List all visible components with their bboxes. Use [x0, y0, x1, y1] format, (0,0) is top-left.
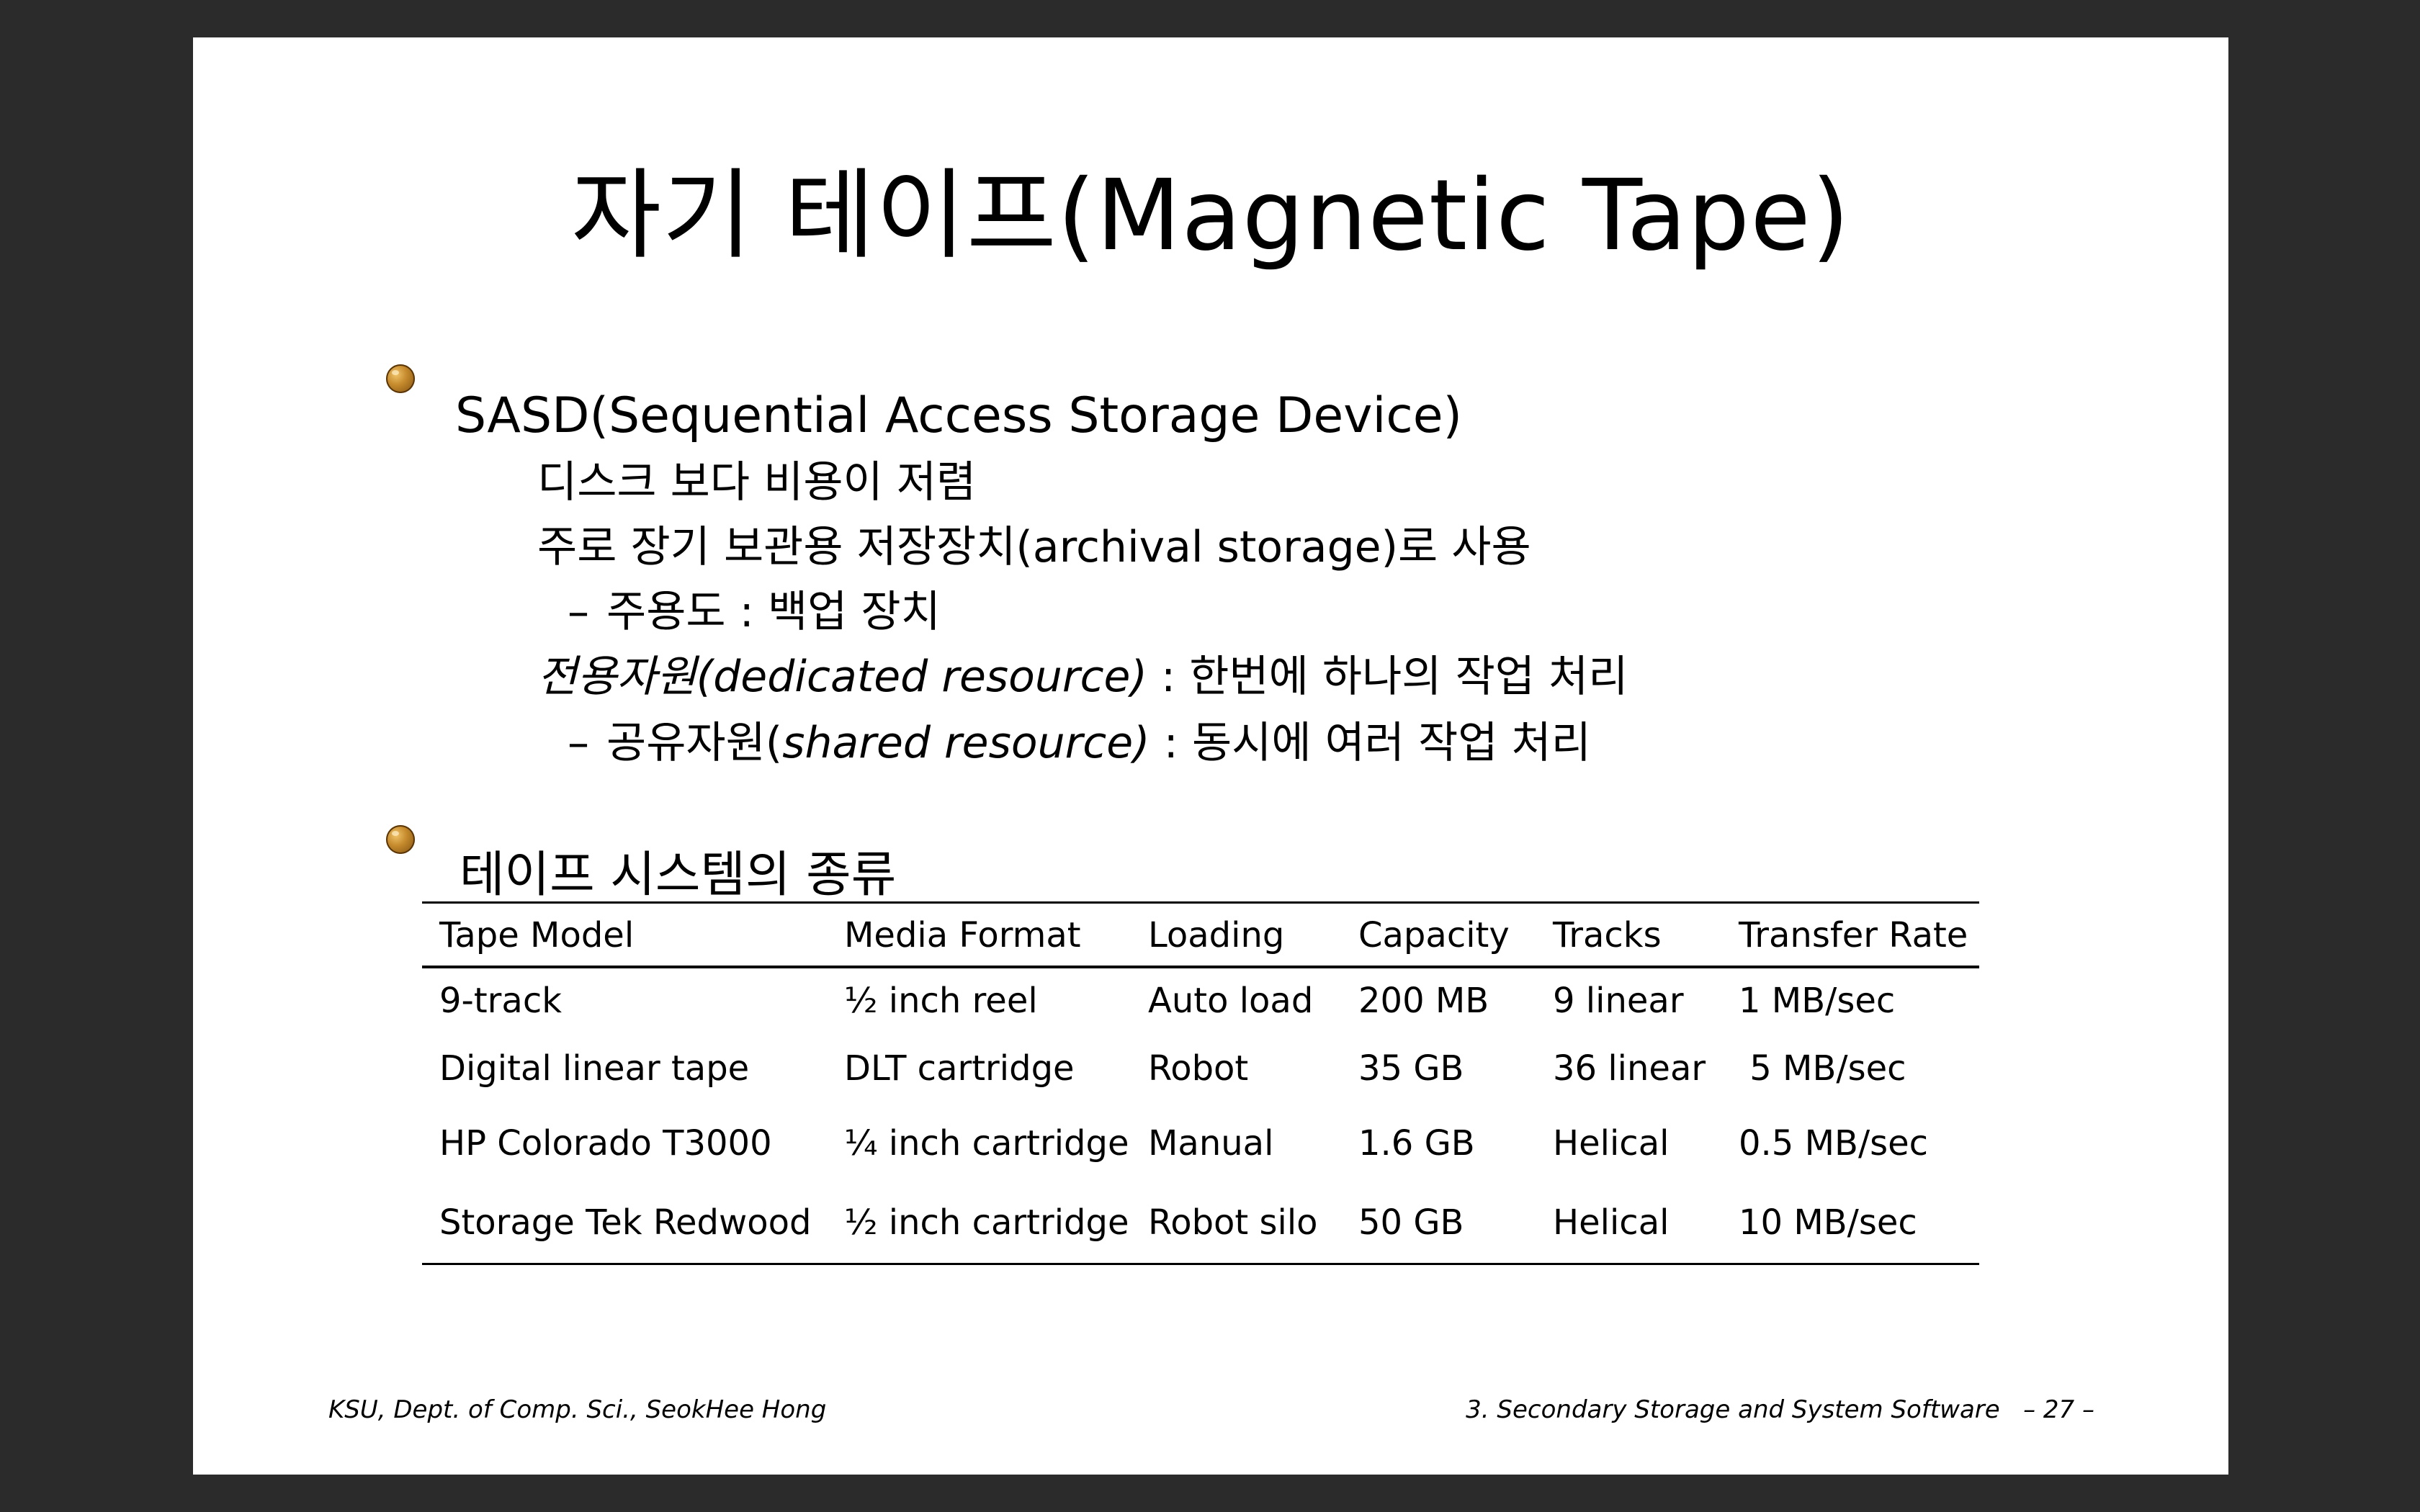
table-row: 9-track ½ inch reel Auto load 200 MB 9 l… [422, 967, 1979, 1033]
table-row: Digital linear tape DLT cartridge Robot … [422, 1033, 1979, 1104]
col-header-tape-model: Tape Model [422, 901, 827, 968]
table-cell: 5 MB/sec [1739, 1048, 1906, 1089]
col-header-media-format: Media Format [827, 901, 1131, 968]
table-cell: 10 MB/sec [1721, 1183, 1979, 1265]
sub-item-backup-text: 주용도 : 백업 장치 [606, 587, 941, 637]
table-cell: ¼ inch cartridge [844, 1123, 1129, 1164]
tape-systems-table: Tape Model Media Format Loading Capacity… [422, 901, 1979, 1265]
shared-resource-prefix: 공유자원( [606, 718, 783, 768]
table-cell: Digital linear tape [439, 1048, 750, 1089]
table-cell: 0.5 MB/sec [1739, 1123, 1929, 1164]
table-cell: 1.6 GB [1358, 1123, 1475, 1164]
table-cell: 9 linear [1553, 981, 1684, 1021]
table-cell: ½ inch reel [844, 981, 1038, 1021]
col-header-capacity: Capacity [1341, 901, 1536, 968]
table-cell: 9-track [439, 981, 563, 1021]
table-cell: 36 linear [1553, 1048, 1706, 1089]
shared-resource-desc: : 동시에 여러 작업 처리 [1150, 718, 1591, 768]
bullet-icon [386, 364, 415, 393]
col-header-transfer-rate: Transfer Rate [1721, 901, 1979, 968]
table-cell: Helical [1536, 1183, 1721, 1265]
table-cell: Robot [1148, 1048, 1249, 1089]
col-header-tracks: Tracks [1536, 901, 1721, 968]
table-cell: Storage Tek Redwood [422, 1183, 827, 1265]
sub-item-backup: –주용도 : 백업 장치 [568, 590, 941, 634]
table-header-row: Tape Model Media Format Loading Capacity… [422, 901, 1979, 968]
bullet-sasd: SASD(Sequential Access Storage Device) [455, 387, 1463, 444]
bullet-tape-systems: 테이프 시스템의 종류 [460, 847, 897, 904]
table-cell: ½ inch cartridge [827, 1183, 1131, 1265]
bullet-icon [386, 825, 415, 854]
sub-item-archival: 주로 장기 보관용 저장장치(archival storage)로 사용 [537, 522, 1531, 572]
table-cell: 50 GB [1341, 1183, 1536, 1265]
table-cell: DLT cartridge [844, 1048, 1075, 1089]
table-cell: 35 GB [1358, 1048, 1464, 1089]
table-cell: 1 MB/sec [1739, 981, 1896, 1021]
table-cell: Manual [1148, 1123, 1274, 1164]
dedicated-resource-desc: : 한번에 하나의 작업 처리 [1147, 652, 1628, 702]
table-row: Storage Tek Redwood ½ inch cartridge Rob… [422, 1183, 1979, 1265]
shared-resource-term: shared resource) [782, 718, 1150, 768]
slide-title: 자기 테이프(Magnetic Tape) [571, 159, 1850, 273]
table-cell: HP Colorado T3000 [439, 1123, 772, 1164]
table-cell: Auto load [1148, 981, 1314, 1021]
sub-item-dedicated: 전용자원(dedicated resource) : 한번에 하나의 작업 처리 [537, 655, 1628, 698]
dash-mark: – [568, 587, 589, 637]
footer-author: KSU, Dept. of Comp. Sci., SeokHee Hong [328, 1395, 827, 1424]
table-cell: Robot silo [1131, 1183, 1341, 1265]
dedicated-resource-term: 전용자원(dedicated resource) [537, 652, 1147, 702]
table-cell: 200 MB [1358, 981, 1489, 1021]
table-cell: Helical [1553, 1123, 1670, 1164]
footer-chapter-page: 3. Secondary Storage and System Software… [1466, 1395, 2094, 1424]
slide: 자기 테이프(Magnetic Tape) SASD(Sequential Ac… [193, 37, 2228, 1475]
table-row: HP Colorado T3000 ¼ inch cartridge Manua… [422, 1104, 1979, 1183]
dash-mark: – [568, 718, 589, 768]
sub-item-cost: 디스크 보다 비용이 저렴 [537, 457, 977, 508]
col-header-loading: Loading [1131, 901, 1341, 968]
sub-item-shared: –공유자원(shared resource) : 동시에 여러 작업 처리 [568, 721, 1591, 765]
